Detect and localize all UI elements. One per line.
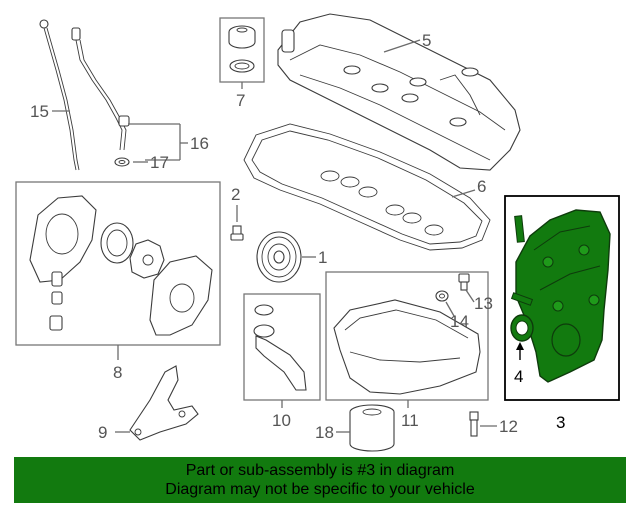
timing-components-part-8[interactable]	[29, 195, 213, 336]
callout-12: 12	[499, 417, 518, 436]
pulley-part-1[interactable]	[256, 231, 302, 283]
front-seal-part-4[interactable]	[510, 314, 534, 342]
box-part-11	[325, 271, 489, 401]
gasket-part-6[interactable]	[243, 123, 491, 251]
parts-diagram: 15 16 17 7 5	[15, 13, 620, 452]
dipstick-part-15[interactable]	[39, 19, 80, 171]
oil-pan-part-11[interactable]	[333, 299, 481, 395]
valve-cover-part-5[interactable]	[277, 13, 521, 171]
bolt-part-2[interactable]	[230, 225, 244, 241]
drain-plug-part-13[interactable]	[458, 273, 470, 291]
callout-11: 11	[401, 411, 419, 430]
callout-4: 4	[514, 367, 523, 386]
callout-9: 9	[98, 423, 107, 442]
callout-16: 16	[190, 134, 209, 153]
dipstick-tube-part-16[interactable]	[71, 27, 130, 151]
callout-15: 15	[30, 102, 49, 121]
notice-line-1: Part or sub-assembly is #3 in diagram	[185, 462, 455, 479]
callout-10: 10	[272, 411, 291, 430]
callout-2: 2	[231, 185, 240, 204]
bracket-part-9[interactable]	[129, 365, 199, 441]
box-part-3	[504, 195, 620, 401]
o-ring-part-17[interactable]	[114, 157, 130, 167]
callout-18: 18	[315, 423, 334, 442]
callout-17: 17	[150, 153, 169, 172]
callout-3: 3	[556, 413, 565, 432]
timing-cover-part-3[interactable]	[510, 209, 611, 383]
callout-1: 1	[318, 248, 327, 267]
callout-5: 5	[422, 31, 431, 50]
callout-6: 6	[477, 177, 486, 196]
callout-8: 8	[113, 363, 122, 382]
notice-banner: Part or sub-assembly is #3 in diagram Di…	[14, 457, 626, 503]
notice-line-2: Diagram may not be specific to your vehi…	[165, 481, 475, 498]
bolt-part-12[interactable]	[469, 411, 479, 437]
washer-part-14[interactable]	[435, 290, 449, 302]
oil-cap-part-7[interactable]	[228, 25, 256, 73]
callout-14: 14	[450, 312, 469, 331]
callout-7: 7	[236, 91, 245, 110]
oil-strainer-part-10[interactable]	[253, 304, 307, 391]
oil-filter-part-18[interactable]	[349, 404, 395, 452]
callout-13: 13	[474, 294, 493, 313]
